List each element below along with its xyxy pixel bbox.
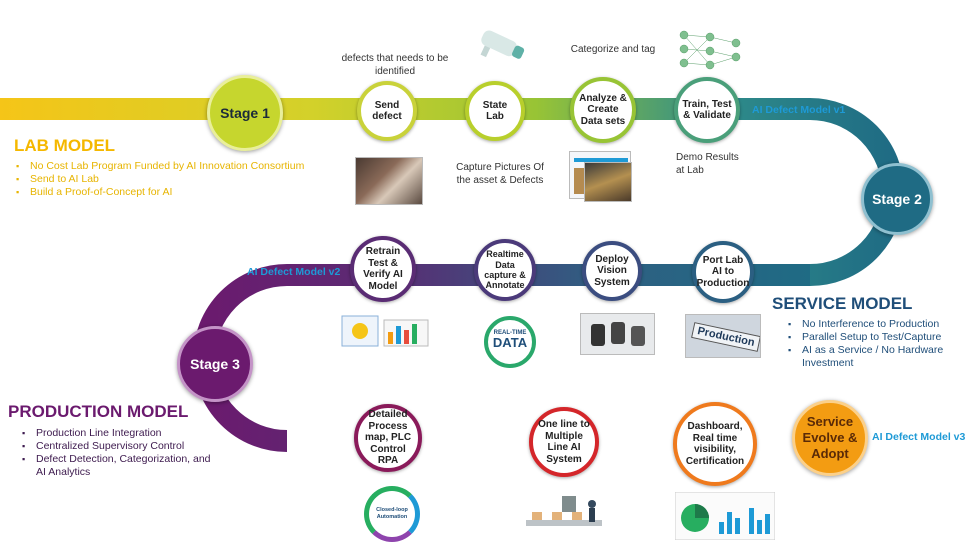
- note-categorize: Categorize and tag: [570, 44, 656, 55]
- stage-3-badge: Stage 3: [177, 326, 253, 402]
- step-dashboard: Dashboard, Real time visibility, Certifi…: [673, 402, 757, 486]
- step-retrain-label: Retrain Test & Verify AI Model: [363, 246, 403, 292]
- version-v1: AI Defect Model v1: [752, 104, 846, 116]
- production-bullet: Centralized Supervisory Control: [20, 440, 220, 453]
- production-sign-text: Production: [691, 322, 760, 352]
- step-deploy: Deploy Vision System: [582, 241, 642, 301]
- step-train-label: Train, Test & Validate: [682, 98, 732, 122]
- lab-model-bullets: No Cost Lab Program Funded by AI Innovat…: [14, 160, 344, 199]
- step-detailed-label: Detailed Process map, PLC Control RPA: [364, 409, 412, 467]
- service-model-title: SERVICE MODEL: [772, 294, 913, 313]
- production-model-bullets: Production Line Integration Centralized …: [20, 427, 220, 479]
- assembly-line-illustration: [526, 496, 602, 526]
- lab-bullet: Send to AI Lab: [14, 173, 344, 186]
- step-port: Port Lab AI to Production: [692, 241, 754, 303]
- stage-2-label: Stage 2: [872, 191, 922, 207]
- service-evolve-label: Service Evolve & Adopt: [802, 414, 858, 461]
- step-train: Train, Test & Validate: [674, 77, 740, 143]
- defect-parts-photo: [355, 157, 423, 205]
- production-sign: Production: [685, 314, 761, 358]
- vision-cameras-photo: [580, 313, 655, 355]
- note-defects-identified: defects that needs to be identified: [341, 53, 449, 77]
- step-detailed: Detailed Process map, PLC Control RPA: [354, 404, 422, 472]
- note-capture: Capture Pictures Of the asset & Defects: [456, 162, 544, 186]
- stage-2-badge: Stage 2: [861, 163, 933, 235]
- stage-1-badge: Stage 1: [207, 75, 283, 151]
- step-send-defect-label: Send defect: [372, 99, 402, 123]
- realtime-data-badge: REAL-TIME DATA: [484, 316, 536, 368]
- closed-loop-text: Closed-loop Automation: [376, 507, 408, 520]
- closed-loop-automation-badge: Closed-loop Automation: [364, 486, 420, 542]
- lab-bullet: Build a Proof-of-Concept for AI: [14, 186, 344, 199]
- production-model-title: PRODUCTION MODEL: [8, 402, 189, 421]
- service-bullet: Parallel Setup to Test/Capture: [786, 331, 968, 344]
- service-bullet: AI as a Service / No Hardware Investment: [786, 344, 968, 370]
- step-one-line-label: One line to Multiple Line AI System: [538, 419, 590, 465]
- step-retrain: Retrain Test & Verify AI Model: [350, 236, 416, 302]
- step-realtime: Realtime Data capture & Annotate: [474, 239, 536, 301]
- step-dashboard-label: Dashboard, Real time visibility, Certifi…: [685, 421, 745, 467]
- stage-3-label: Stage 3: [190, 356, 240, 372]
- service-model-bullets: No Interference to Production Parallel S…: [786, 318, 968, 370]
- step-one-line: One line to Multiple Line AI System: [529, 407, 599, 477]
- stage-1-label: Stage 1: [220, 105, 270, 121]
- ai-dashboard-illustration: [341, 315, 429, 347]
- data-text: DATA: [492, 335, 528, 350]
- production-bullet: Production Line Integration: [20, 427, 220, 440]
- version-v2: AI Defect Model v2: [247, 266, 341, 278]
- realtime-text: REAL-TIME: [493, 330, 527, 336]
- neural-network-icon: [679, 30, 741, 70]
- note-demo: Demo Results at Lab: [676, 152, 739, 176]
- lab-model-title: LAB MODEL: [14, 136, 116, 155]
- step-analyze-label: Analyze & Create Data sets: [579, 92, 627, 127]
- dashboard-charts-illustration: [675, 492, 775, 540]
- lab-bullet: No Cost Lab Program Funded by AI Innovat…: [14, 160, 344, 173]
- step-deploy-label: Deploy Vision System: [594, 253, 630, 288]
- step-state-lab: State Lab: [465, 81, 525, 141]
- step-analyze: Analyze & Create Data sets: [570, 77, 636, 143]
- step-realtime-label: Realtime Data capture & Annotate: [484, 249, 526, 291]
- version-v3: AI Defect Model v3: [872, 431, 966, 443]
- service-bullet: No Interference to Production: [786, 318, 968, 331]
- step-state-lab-label: State Lab: [482, 99, 508, 123]
- step-send-defect: Send defect: [357, 81, 417, 141]
- defect-closeup-photo: [584, 162, 632, 202]
- step-port-label: Port Lab AI to Production: [696, 254, 750, 289]
- production-bullet: Defect Detection, Categorization, and AI…: [20, 453, 220, 479]
- camera-icon: [480, 30, 525, 59]
- service-evolve-badge: Service Evolve & Adopt: [792, 400, 868, 476]
